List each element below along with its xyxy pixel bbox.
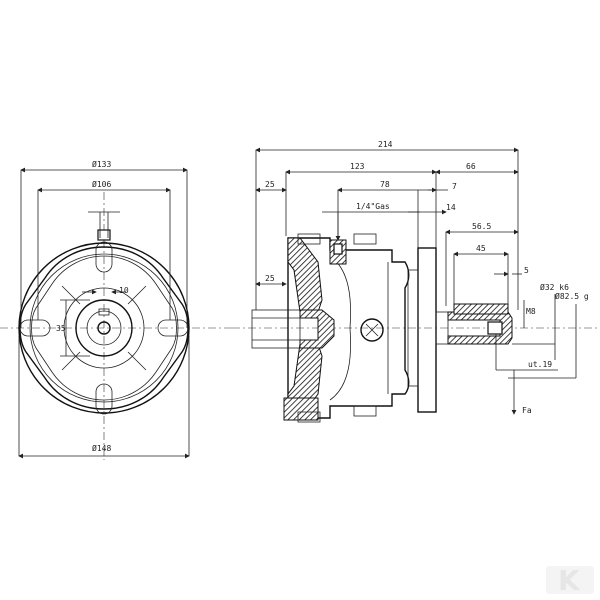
gas-label: 1/4"Gas — [356, 202, 390, 211]
m8-label: M8 — [526, 307, 536, 316]
dim-123-label: 123 — [350, 162, 365, 171]
dim-d148-label: Ø148 — [92, 443, 111, 453]
left-slot — [19, 319, 51, 337]
housing-lobes — [19, 246, 189, 410]
front-view: Ø133 Ø106 Ø148 10 35 — [0, 159, 232, 460]
dim-45-label: 45 — [476, 244, 486, 253]
hub-outer-circle — [63, 287, 145, 369]
ut19-label: ut.19 — [528, 360, 552, 369]
output-flange-plate — [417, 247, 437, 413]
lower-bolt-head — [297, 411, 321, 423]
housing-inner-outline — [31, 255, 177, 401]
dim-78-label: 78 — [380, 180, 390, 189]
dim-66-label: 66 — [466, 162, 476, 171]
dim-25-lower-label: 25 — [265, 274, 275, 283]
grease-fitting — [333, 243, 343, 255]
watermark-logo: K — [546, 564, 594, 597]
top-slot — [95, 241, 113, 273]
dim-w10-label: 10 — [119, 286, 129, 295]
input-tube — [251, 309, 301, 349]
housing-body — [287, 237, 410, 419]
housing-ribs — [61, 285, 147, 371]
hub-circle — [75, 299, 133, 357]
dim-7-label: 7 — [452, 182, 457, 191]
input-tube-section — [299, 309, 335, 349]
m8-thread-hole — [487, 321, 503, 335]
keyway — [98, 308, 110, 316]
upper-bolt-head-2 — [353, 233, 377, 245]
dim-214-label: 214 — [378, 140, 393, 149]
housing-cone-line — [329, 255, 352, 401]
dim-56-5-label: 56.5 — [472, 222, 491, 231]
shaft-circle — [86, 310, 122, 346]
fa-label: Fa — [522, 406, 532, 415]
output-shaft-neck — [435, 311, 449, 345]
d82-label: Ø82.5 g — [555, 291, 589, 301]
section-upper-flange — [287, 237, 323, 313]
dim-5-label: 5 — [524, 266, 529, 275]
dim-d133-label: Ø133 — [92, 159, 111, 169]
grease-nipple — [97, 229, 111, 241]
outer-flange-circle — [18, 242, 190, 414]
lower-bolt-head-2 — [353, 405, 377, 417]
d32-label: Ø32 k6 — [540, 282, 569, 292]
watermark-logo-text: K — [558, 564, 581, 597]
flange-inner-ring — [29, 253, 179, 403]
dim-25-upper-label: 25 — [265, 180, 275, 189]
side-view: 214 123 66 25 78 7 1/4"Gas 14 56.5 — [232, 140, 600, 423]
right-slot — [157, 319, 189, 337]
cross-pin-mark — [365, 323, 379, 337]
flange-neck — [407, 269, 419, 387]
section-lower-plate — [283, 397, 319, 421]
upper-bolt-head — [297, 233, 321, 245]
shaft-center-hole — [97, 321, 111, 335]
dim-d106-label: Ø106 — [92, 179, 111, 189]
bottom-slot — [95, 383, 113, 415]
dim-14-label: 14 — [446, 203, 456, 212]
dim-w35-label: 35 — [56, 324, 66, 333]
cross-pin-boss — [360, 318, 384, 342]
output-hub-top-section — [453, 303, 509, 315]
